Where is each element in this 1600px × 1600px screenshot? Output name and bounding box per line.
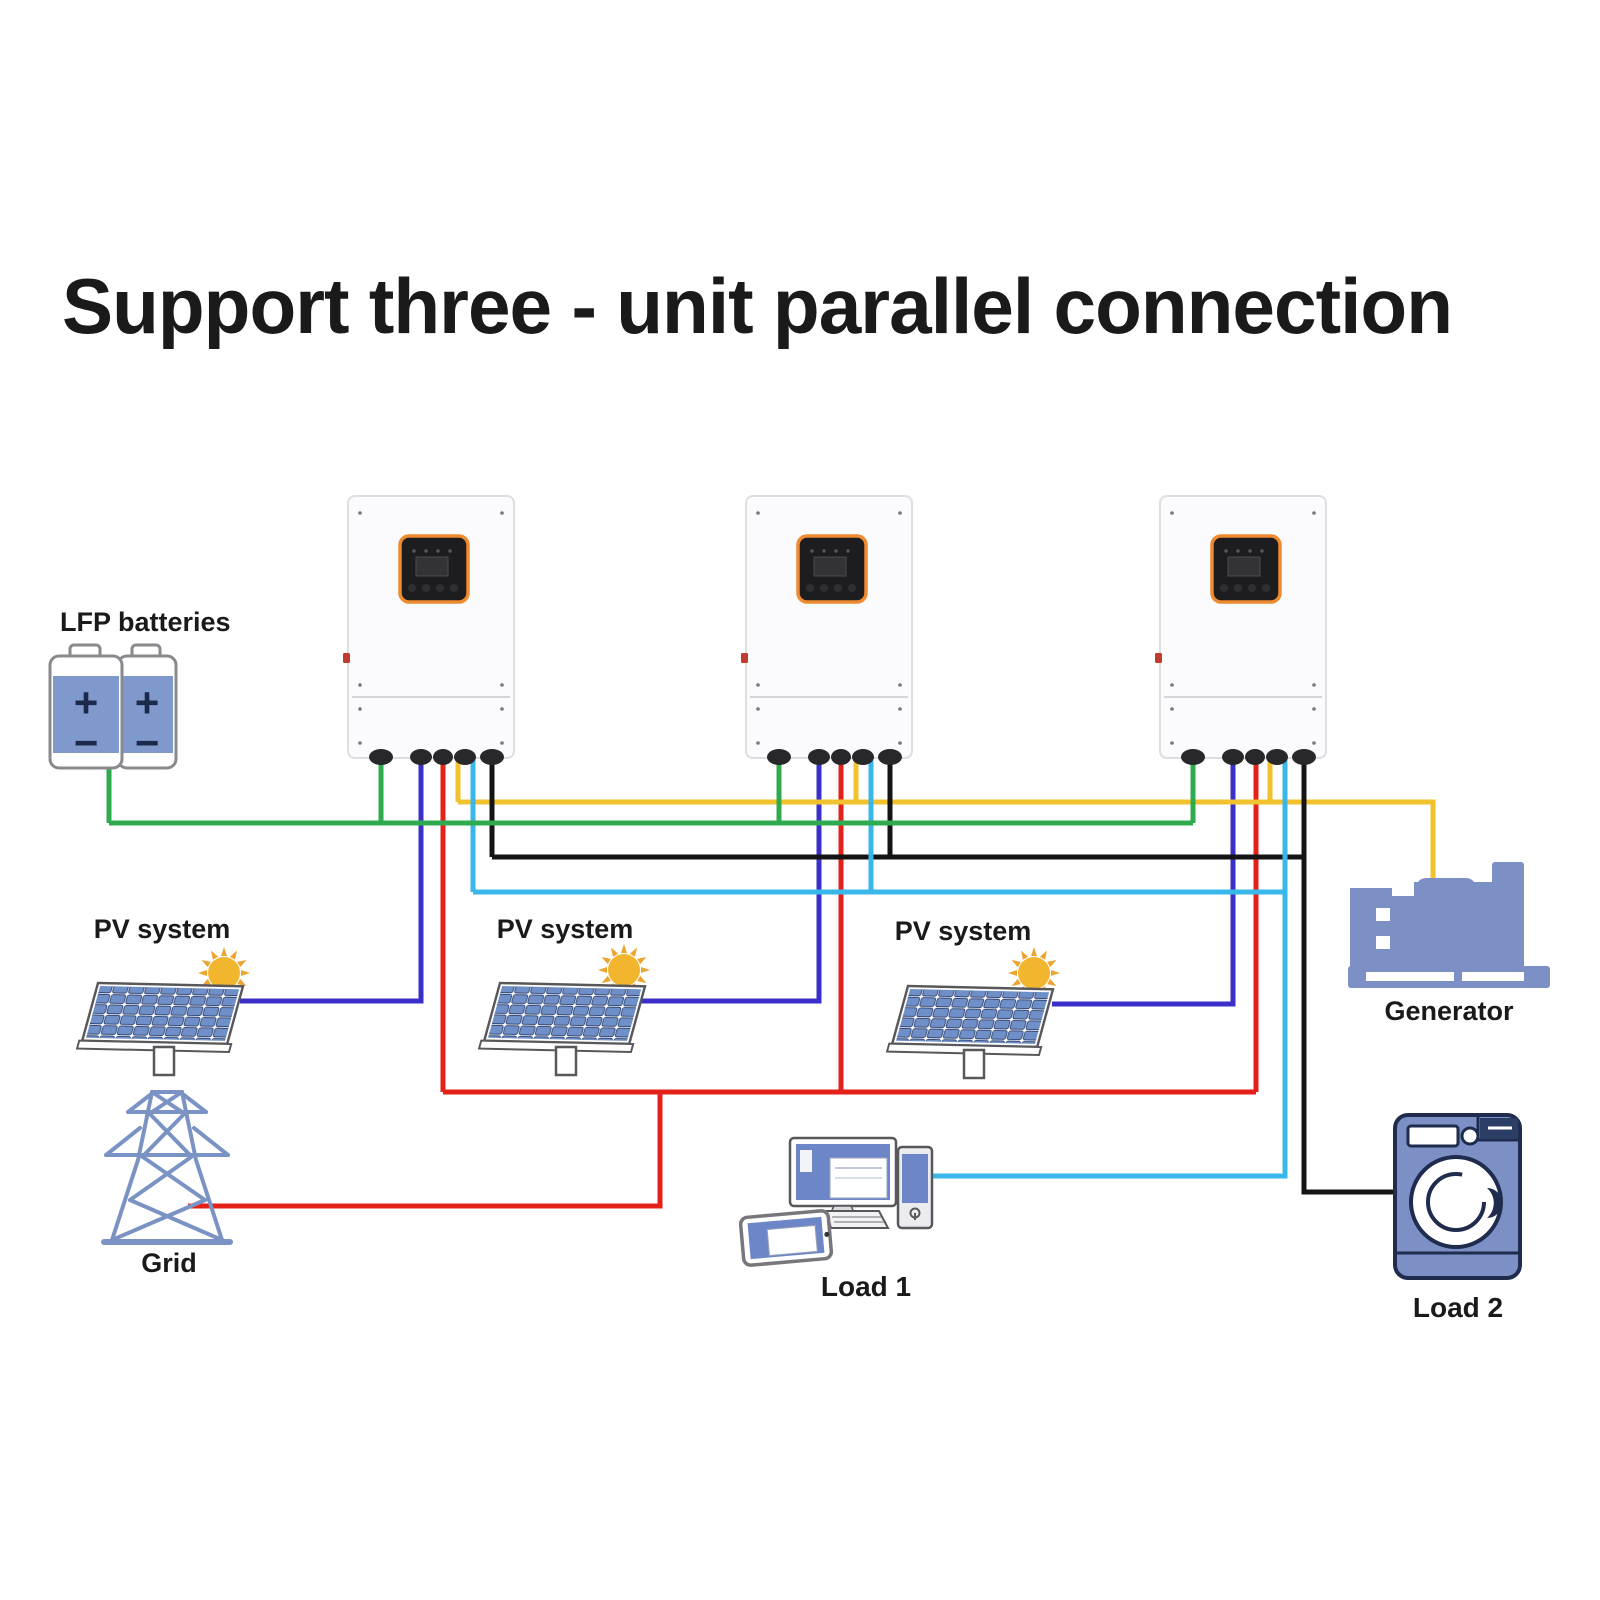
washer-control-panel — [1406, 1124, 1460, 1148]
load1-label: Load 1 — [821, 1271, 911, 1302]
battery2-minus: − — [135, 719, 160, 766]
solar-panel — [75, 981, 249, 1077]
wire-pv1-blue — [240, 756, 424, 1004]
tower-brace — [104, 1126, 230, 1157]
wire-pv3-blue — [1052, 756, 1236, 1007]
solar-panel — [477, 981, 651, 1077]
generator-label: Generator — [1384, 996, 1514, 1026]
pv3-label: PV system — [895, 916, 1032, 946]
wire-red-grid-branch — [188, 1090, 663, 1209]
load2: Load 2 — [1393, 1113, 1522, 1323]
generator-radiator-notch — [1376, 936, 1394, 949]
load2-label: Load 2 — [1413, 1292, 1503, 1323]
battery1-cell — [53, 676, 119, 753]
wire-yellow-bus-to-generator — [458, 799, 1436, 888]
grid-tower: Grid — [101, 1090, 233, 1278]
solar-panel — [885, 984, 1059, 1080]
monitor-lamp-glyph — [800, 1150, 812, 1172]
battery2-plus: + — [135, 679, 160, 726]
wire-cyan-to-load1 — [932, 756, 1288, 1179]
pv2-label: PV system — [497, 914, 634, 944]
tower-brace — [128, 1153, 207, 1202]
generator-body — [1390, 896, 1524, 970]
wiring — [106, 756, 1436, 1209]
washing-machine-icon — [1393, 1113, 1522, 1280]
battery-label: LFP batteries — [60, 607, 231, 637]
generator-radiator-notch — [1376, 908, 1394, 921]
pv-system-2: PV system — [477, 914, 651, 1077]
wire-black-to-load2 — [1301, 756, 1397, 1195]
inverter-3 — [1153, 494, 1328, 767]
washer-drum — [1409, 1155, 1503, 1249]
pv1-label: PV system — [94, 914, 231, 944]
generator-radiator — [1350, 888, 1392, 972]
transmission-tower-icon — [101, 1090, 233, 1245]
battery1-minus: − — [74, 719, 99, 766]
pv-system-1: PV system — [75, 914, 250, 1077]
tower-brace — [142, 1110, 192, 1157]
lfp-battery-bank: LFP batteries + − + − — [48, 607, 231, 770]
inverter-1 — [341, 494, 516, 767]
washer-knob — [1460, 1126, 1480, 1146]
tablet-icon — [738, 1209, 834, 1267]
generator-engine-top — [1414, 882, 1524, 898]
tower-brace — [150, 1090, 184, 1114]
generator-skid-slot — [1366, 972, 1454, 981]
generator-skid-slot — [1462, 972, 1524, 981]
battery2-cell — [121, 676, 173, 753]
monitor-icon — [788, 1136, 898, 1219]
generator: Generator — [1348, 862, 1550, 1026]
wire-pv2-blue — [639, 756, 822, 1004]
washer-drum-glass — [1487, 1188, 1502, 1218]
load1: Load 1 — [738, 1136, 934, 1302]
generator-icon — [1348, 862, 1550, 988]
inverter-2 — [739, 494, 914, 767]
page-title: Support three - unit parallel connection — [62, 262, 1452, 350]
computer-tower-icon — [896, 1145, 934, 1230]
grid-label: Grid — [141, 1248, 197, 1278]
keyboard-icon — [824, 1210, 890, 1229]
battery1-plus: + — [74, 679, 99, 726]
pv-system-3: PV system — [885, 916, 1060, 1080]
tower-brace — [126, 1093, 208, 1114]
washer-drum-inner — [1426, 1172, 1486, 1232]
tower-brace — [110, 1198, 224, 1242]
